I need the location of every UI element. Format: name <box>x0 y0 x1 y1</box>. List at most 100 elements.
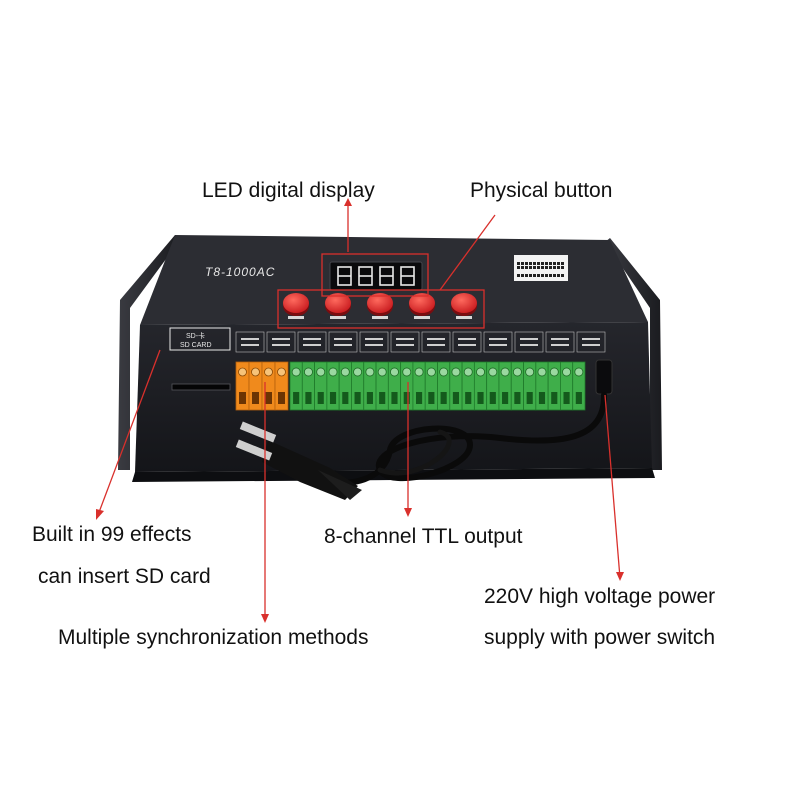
terminal-label-mark <box>551 344 569 346</box>
callout-power-line2: supply with power switch <box>484 626 716 649</box>
qr-module <box>545 266 548 269</box>
right-mounting-flange <box>605 238 662 470</box>
sd-label-en: SD CARD <box>180 342 212 349</box>
terminal-label-cell <box>359 331 389 353</box>
terminal-screw <box>574 367 584 377</box>
callout-led-display: LED digital display <box>202 179 375 202</box>
callout-physical-button: Physical button <box>470 179 613 202</box>
terminal-wire-hole <box>502 392 509 404</box>
terminal-screw <box>353 367 363 377</box>
qr-module <box>521 266 524 269</box>
terminal-label-cell <box>576 331 606 353</box>
terminal-screw <box>251 367 260 377</box>
terminal-wire-hole <box>452 392 460 404</box>
sd-label-cn: SD-卡 <box>186 331 205 340</box>
terminal-screw <box>463 367 473 377</box>
qr-code-pattern <box>517 262 564 277</box>
callout-power-line1: 220V high voltage power <box>484 585 716 608</box>
terminal-screw <box>426 367 436 377</box>
qr-module <box>545 274 548 277</box>
sd-card-label-box <box>169 327 231 351</box>
terminal-wire-hole <box>415 392 423 404</box>
qr-module <box>533 262 536 265</box>
terminal-label-mark <box>489 338 507 340</box>
qr-module <box>553 266 556 269</box>
terminal-screw <box>439 367 449 377</box>
terminal-screw <box>451 367 461 377</box>
red-push-button <box>409 293 435 319</box>
terminal-screw <box>525 367 535 377</box>
qr-module <box>541 262 544 265</box>
display-digit <box>379 266 394 286</box>
terminal-screw <box>537 367 547 377</box>
terminal-label-mark <box>272 344 290 346</box>
terminal-label-mark <box>551 338 569 340</box>
qr-module <box>545 262 548 265</box>
qr-module <box>517 274 520 277</box>
qr-module <box>525 262 528 265</box>
qr-module <box>549 262 552 265</box>
terminal-screw <box>340 367 350 377</box>
terminal-screw <box>328 367 338 377</box>
terminal-wire-hole <box>293 392 300 404</box>
display-digit <box>337 266 352 286</box>
terminal-wire-hole <box>317 392 324 404</box>
qr-module <box>529 274 532 277</box>
callout-sync-methods: Multiple synchronization methods <box>58 626 369 649</box>
terminal-label-mark <box>241 344 259 346</box>
callout-effects-line2: can insert SD card <box>38 565 211 588</box>
terminal-screw <box>264 367 273 377</box>
terminal-label-mark <box>365 338 383 340</box>
terminal-label-mark <box>427 338 445 340</box>
terminal-screw <box>303 367 313 377</box>
terminal-screw <box>277 367 286 377</box>
terminal-label-cell <box>483 331 513 353</box>
terminal-screw <box>512 367 522 377</box>
terminal-label-mark <box>241 338 259 340</box>
callout-ttl-output: 8-channel TTL output <box>324 525 523 548</box>
terminal-label-mark <box>582 344 600 346</box>
terminal-wire-hole <box>514 392 521 404</box>
qr-module <box>541 274 544 277</box>
terminal-wire-hole <box>366 392 373 404</box>
terminal-screw <box>549 367 559 377</box>
qr-module <box>529 266 532 269</box>
terminal-label-mark <box>396 344 414 346</box>
qr-module <box>533 274 536 277</box>
callout-leaders <box>96 198 624 623</box>
terminal-wire-hole <box>477 392 484 404</box>
terminal-wire-hole <box>342 392 349 404</box>
terminal-label-mark <box>303 344 321 346</box>
sd-card-slot <box>171 383 231 391</box>
terminal-label-mark <box>489 344 507 346</box>
qr-module <box>537 274 540 277</box>
terminal-wire-hole <box>575 392 582 404</box>
terminal-wire-hole <box>379 392 386 404</box>
terminal-screw <box>377 367 387 377</box>
terminal-label-mark <box>334 344 352 346</box>
terminal-wire-hole <box>526 392 533 404</box>
red-push-button <box>283 293 309 319</box>
terminal-wire-hole <box>239 392 246 404</box>
terminal-label-mark <box>427 344 445 346</box>
left-mounting-flange <box>118 235 180 470</box>
display-digit <box>358 266 373 286</box>
terminal-wire-hole <box>252 392 259 404</box>
qr-module <box>521 274 524 277</box>
qr-module <box>537 266 540 269</box>
physical-button-row <box>283 293 477 319</box>
terminal-label-cell <box>328 331 358 353</box>
terminal-wire-hole <box>305 392 312 404</box>
power-plug <box>235 421 362 500</box>
terminal-label-mark <box>520 338 538 340</box>
terminal-wire-hole <box>489 392 496 404</box>
ttl-terminal-block <box>289 361 586 411</box>
qr-module <box>557 274 560 277</box>
callout-effects-line1: Built in 99 effects <box>32 523 192 546</box>
terminal-screw <box>414 367 424 377</box>
power-switch <box>595 359 613 395</box>
terminal-screw <box>316 367 326 377</box>
terminal-label-cell <box>390 331 420 353</box>
